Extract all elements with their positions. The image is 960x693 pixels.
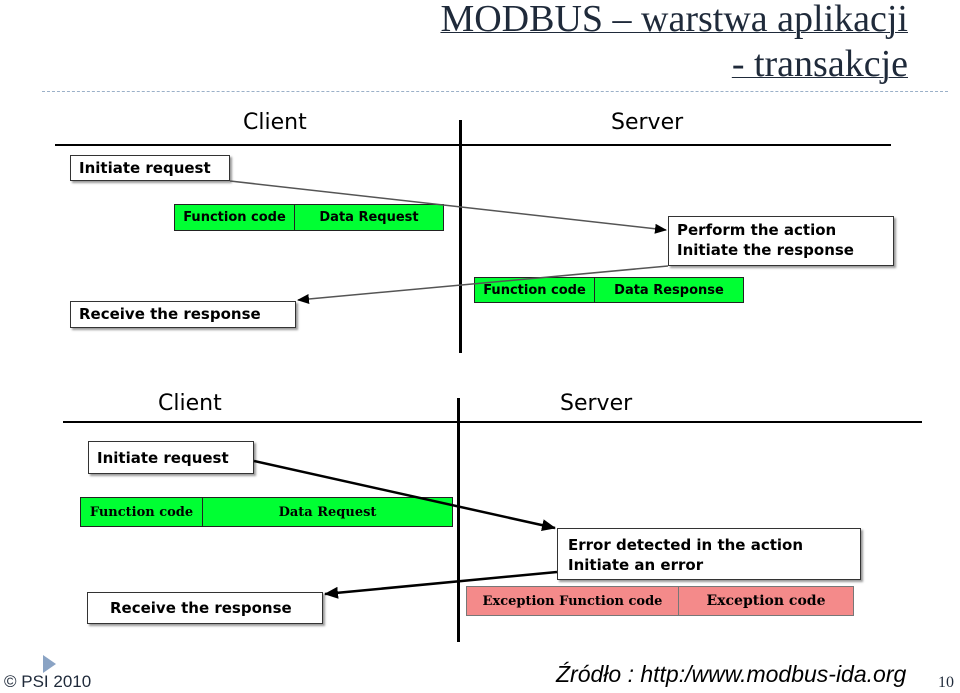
page-title-line1: MODBUS – warstwa aplikacji	[440, 0, 908, 40]
page-title-line2: - transakcje	[731, 43, 908, 85]
copyright-text: © PSI 2010	[4, 672, 92, 691]
initiate-request-label: Initiate request	[79, 159, 211, 177]
initiate-request-box: Initiate request	[70, 155, 230, 181]
exception-arrow	[324, 570, 558, 599]
initiate-request-label: Initiate request	[97, 449, 229, 467]
client-server-divider	[459, 120, 462, 353]
request-pdu: Function code Data Request	[174, 204, 444, 231]
exception-pdu: Exception Function code Exception code	[466, 586, 854, 616]
server-action-line2: Initiate the response	[677, 241, 854, 259]
request-pdu: Function code Data Request	[80, 497, 453, 527]
title-divider	[42, 91, 948, 92]
client-server-divider	[457, 398, 460, 642]
client-header: Client	[243, 110, 307, 135]
header-divider	[63, 421, 922, 423]
request-arrow	[229, 180, 667, 234]
data-response-cell: Data Response	[614, 282, 724, 298]
initiate-request-box: Initiate request	[88, 441, 254, 474]
data-request-cell: Data Request	[278, 504, 377, 520]
server-action-box: Perform the action Initiate the response	[668, 216, 894, 266]
receive-response-box: Receive the response	[70, 301, 296, 328]
receive-response-label: Receive the response	[79, 305, 261, 323]
server-header: Server	[560, 391, 633, 416]
error-detected-box: Error detected in the action Initiate an…	[557, 528, 861, 580]
request-arrow	[253, 459, 556, 532]
page-number: 10	[938, 674, 954, 691]
error-detected-line1: Error detected in the action	[568, 536, 804, 554]
error-detected-line2: Initiate an error	[568, 556, 704, 574]
server-header: Server	[611, 110, 684, 135]
server-action-line1: Perform the action	[677, 221, 837, 239]
triangle-bullet-icon	[43, 655, 56, 673]
exception-function-code-cell: Exception Function code	[467, 587, 679, 615]
function-code-cell: Function code	[475, 278, 595, 302]
exception-code-cell: Exception code	[706, 593, 826, 609]
client-header: Client	[158, 391, 222, 416]
header-divider	[55, 144, 891, 146]
receive-response-label: Receive the response	[110, 599, 292, 617]
receive-response-box: Receive the response	[87, 592, 323, 624]
function-code-cell: Function code	[81, 498, 203, 526]
response-pdu: Function code Data Response	[474, 277, 744, 303]
function-code-cell: Function code	[175, 205, 295, 230]
response-arrow	[297, 265, 669, 304]
data-request-cell: Data Request	[319, 210, 419, 225]
source-citation: Źródło : http:/www.modbus-ida.org	[556, 661, 907, 687]
